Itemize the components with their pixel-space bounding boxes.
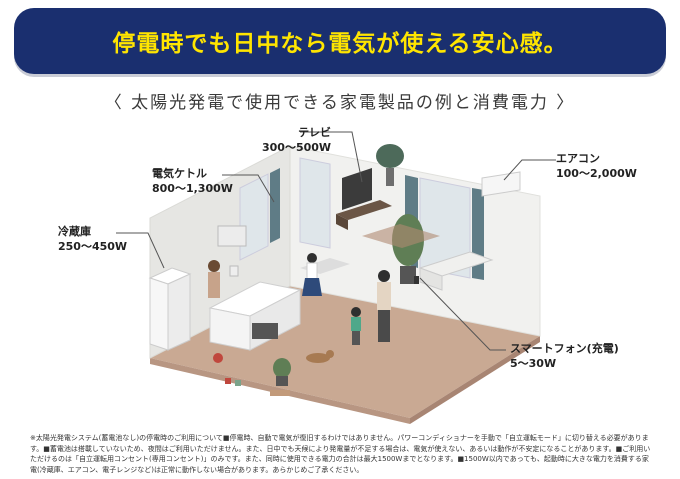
label-aircon: エアコン 100～2,000W (556, 151, 637, 181)
aircon-name: エアコン (556, 152, 600, 165)
tv-watt: 300～500W (262, 141, 332, 154)
fridge-name: 冷蔵庫 (58, 225, 91, 238)
section-subtitle: 〈 太陽光発電で使用できる家電製品の例と消費電力 〉 (104, 93, 576, 113)
isometric-room-illustration (116, 131, 556, 424)
fridge-watt: 250～450W (58, 240, 128, 253)
refrigerator-icon (149, 277, 169, 351)
air-conditioner-icon (481, 171, 521, 197)
microwave (217, 225, 247, 247)
kettle-icon (229, 265, 239, 277)
label-tv: テレビ 300～500W (262, 125, 331, 155)
oven (252, 323, 278, 339)
phone-name: スマートフォン(充電) (510, 342, 619, 355)
smartphone-icon (414, 276, 419, 284)
footnote: ※太陽光発電システム(蓄電池なし)の停電時のご利用について■停電時、自動で電気が… (30, 434, 651, 474)
television-icon (342, 168, 372, 210)
label-fridge: 冷蔵庫 250～450W (58, 224, 127, 254)
kettle-name: 電気ケトル (152, 167, 207, 180)
headline-text: 停電時でも日中なら電気が使える安心感。 (112, 31, 568, 57)
label-kettle: 電気ケトル 800～1,300W (152, 166, 233, 196)
aircon-watt: 100～2,000W (556, 167, 637, 180)
phone-watt: 5～30W (510, 357, 557, 370)
headline-banner: 停電時でも日中なら電気が使える安心感。 (14, 8, 666, 74)
tv-name: テレビ (298, 126, 332, 139)
kettle-watt: 800～1,300W (152, 182, 233, 195)
house-illustration (0, 118, 680, 428)
label-phone: スマートフォン(充電) 5～30W (510, 341, 619, 371)
